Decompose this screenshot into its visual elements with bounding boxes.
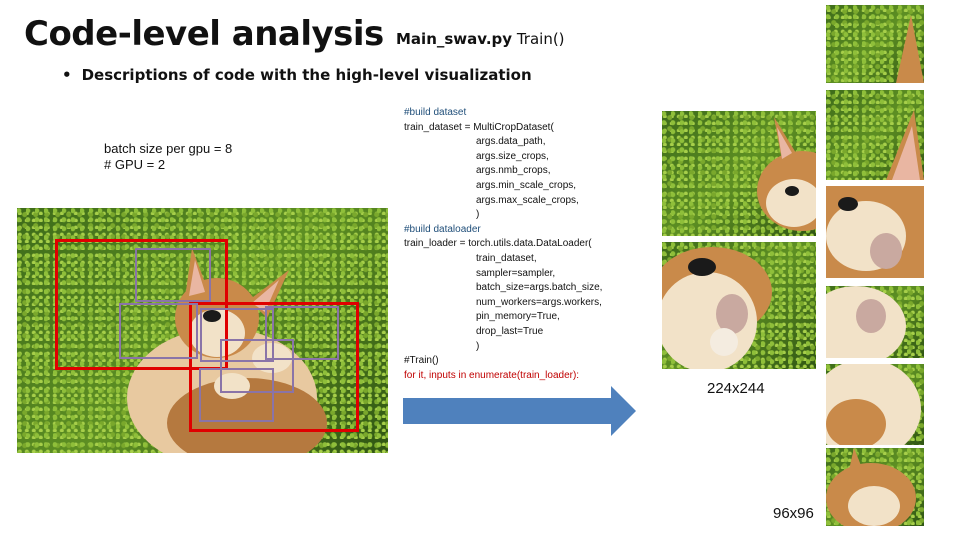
crop-ear-icon	[896, 15, 924, 83]
small-crop-box	[199, 368, 274, 422]
code-line: args.data_path,	[476, 136, 546, 148]
code-line: args.min_scale_crops,	[476, 179, 577, 191]
code-line: train_loader = torch.utils.data.DataLoad…	[404, 238, 592, 250]
bullet-text: Descriptions of code with the high-level…	[81, 66, 532, 84]
small-crop-image-6	[826, 448, 924, 526]
large-crop-image-2	[662, 242, 816, 369]
code-line: sampler=sampler,	[476, 267, 556, 279]
small-crop-image-2	[826, 90, 924, 180]
code-line: train_dataset = MultiCropDataset(	[404, 121, 554, 133]
code-line: #build dataloader	[404, 223, 481, 235]
small-crop-image-3	[826, 186, 924, 278]
small-crop-size-label: 96x96	[773, 505, 814, 522]
code-line: #build dataset	[404, 107, 467, 118]
code-line: train_dataset,	[476, 252, 537, 264]
gpu-count-line: # GPU = 2	[104, 157, 166, 172]
code-line: #Train()	[404, 355, 439, 367]
crop-dog-paw-icon	[662, 247, 772, 369]
small-crop-image-4	[826, 286, 924, 358]
subtitle-function: Train()	[516, 30, 565, 48]
large-crop-size-label: 224x244	[707, 380, 765, 397]
source-dog-image	[17, 208, 388, 453]
code-line: )	[476, 209, 480, 221]
code-block: #build dataset train_dataset = MultiCropD…	[404, 106, 602, 383]
slide-subtitle: Main_swav.py Train()	[396, 30, 565, 48]
crop-ear-icon	[886, 110, 924, 180]
code-line: args.size_crops,	[476, 150, 549, 162]
small-crop-box	[200, 308, 274, 362]
code-line: args.nmb_crops,	[476, 165, 551, 177]
subtitle-file: Main_swav.py	[396, 30, 513, 48]
code-line: drop_last=True	[476, 325, 544, 337]
small-crop-image-1	[826, 5, 924, 83]
crop-paw-icon	[826, 286, 906, 358]
crop-face-icon	[826, 186, 924, 278]
code-line: for it, inputs in enumerate(train_loader…	[404, 369, 580, 381]
code-line: pin_memory=True,	[476, 311, 560, 323]
crop-head-icon	[826, 448, 916, 526]
crop-dog-face-icon	[757, 117, 816, 231]
bullet-point: • Descriptions of code with the high-leve…	[62, 66, 532, 84]
small-crop-box	[135, 248, 211, 302]
small-crop-box	[119, 303, 198, 359]
code-line: args.max_scale_crops,	[476, 194, 579, 206]
code-line: batch_size=args.batch_size,	[476, 282, 603, 294]
large-crop-image-1	[662, 111, 816, 236]
slide-title: Code-level analysis	[24, 14, 384, 54]
batch-size-line: batch size per gpu = 8	[104, 141, 233, 156]
right-arrow-icon	[403, 386, 636, 436]
code-line: )	[476, 340, 480, 352]
batch-info: batch size per gpu = 8 # GPU = 2	[104, 141, 232, 173]
small-crop-box	[265, 306, 339, 360]
code-line: num_workers=args.workers,	[476, 296, 602, 308]
crop-belly-icon	[826, 364, 921, 445]
small-crop-image-5	[826, 364, 924, 445]
bullet-dot-icon: •	[62, 66, 72, 84]
small-crop-box	[220, 339, 294, 393]
large-crop-box	[189, 302, 359, 432]
